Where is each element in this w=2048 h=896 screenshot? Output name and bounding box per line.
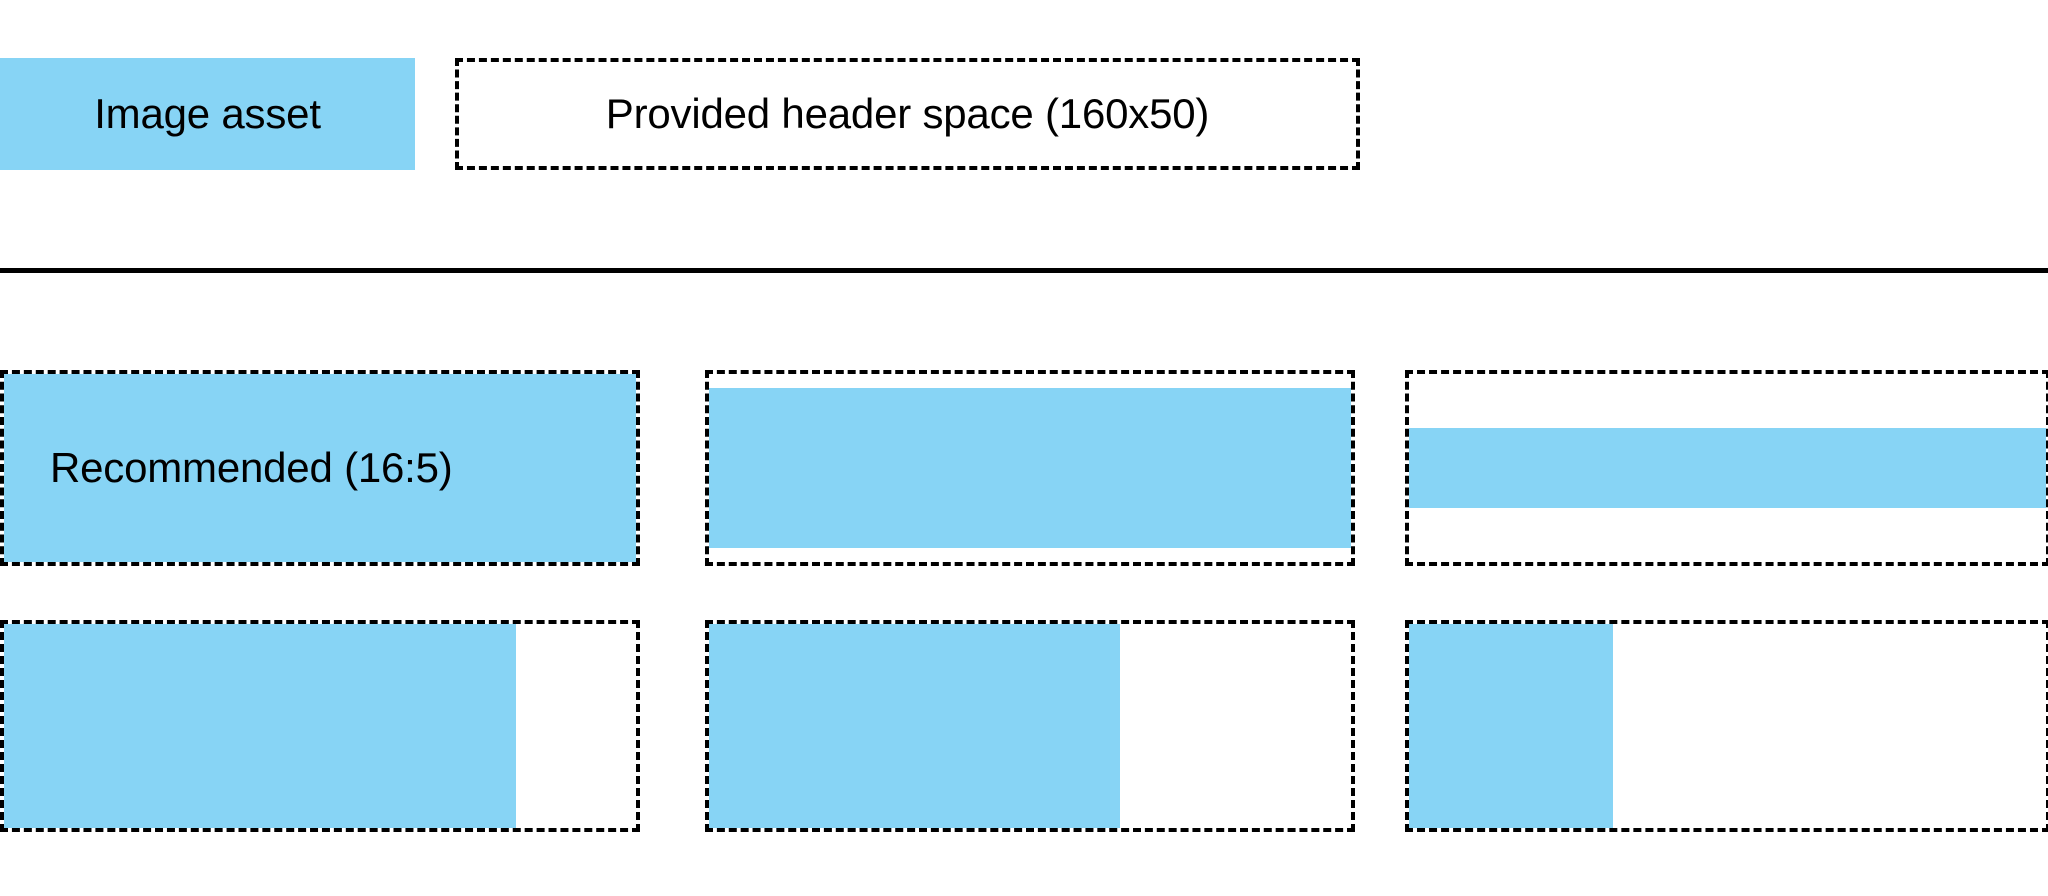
legend-row: Image asset Provided header space (160x5… (0, 58, 2048, 170)
sample-fill-row1-col2 (709, 388, 1351, 548)
recommended-ratio-label: Recommended (16:5) (50, 444, 453, 491)
legend-image-asset-label: Image asset (94, 90, 321, 137)
section-divider (0, 268, 2048, 273)
sample-cell-row1-col3 (1405, 370, 2048, 566)
legend-provided-header-space-box: Provided header space (160x50) (455, 58, 1360, 170)
sample-cell-row2-col3 (1405, 620, 2048, 832)
sample-cell-row1-col1: Recommended (16:5) (0, 370, 640, 566)
legend-provided-header-space-label: Provided header space (160x50) (605, 90, 1210, 137)
sample-grid: Recommended (16:5) (0, 370, 2048, 840)
sample-cell-row2-col1 (0, 620, 640, 832)
sample-fill-row1-col1 (4, 374, 636, 562)
sample-fill-row2-col1 (4, 624, 516, 828)
sample-cell-row1-col2 (705, 370, 1355, 566)
sample-fill-row1-col3 (1409, 428, 2046, 508)
legend-image-asset-swatch: Image asset (0, 58, 415, 170)
sample-fill-row2-col3 (1409, 624, 1613, 828)
sample-fill-row2-col2 (709, 624, 1120, 828)
sample-cell-row2-col2 (705, 620, 1355, 832)
